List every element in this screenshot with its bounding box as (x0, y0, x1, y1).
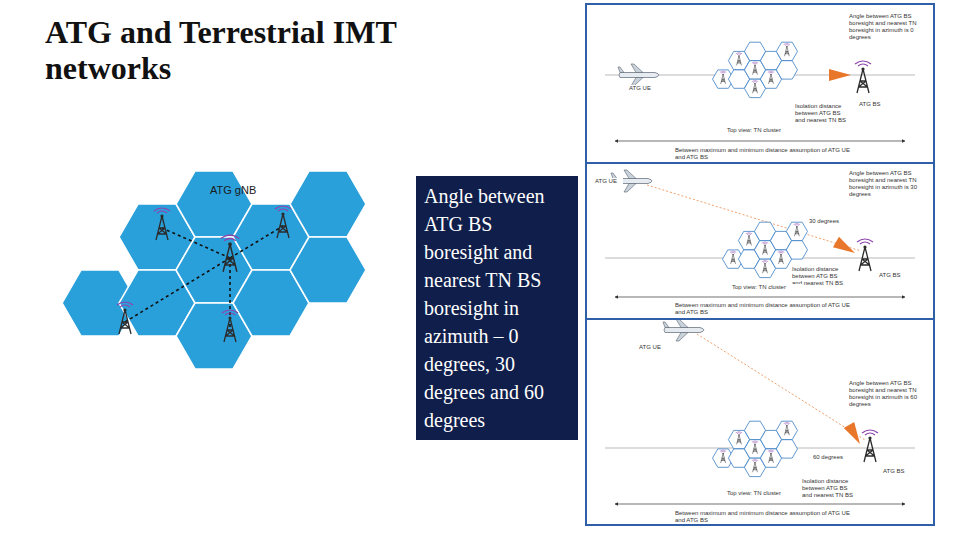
distance-arrow (615, 141, 905, 142)
panel-text: 30 degrees (809, 218, 845, 225)
panel-text: Top view: TN cluster (727, 127, 797, 134)
panel-text: Top view: TN cluster (727, 490, 797, 497)
beam (829, 69, 851, 81)
tn-tower (275, 206, 291, 238)
scenario-panel: ATG UE Angle between ATG BS boresight and… (585, 318, 935, 526)
panel-text: Angle between ATG BS boresight and neare… (849, 170, 929, 198)
node-label: ATG gNB (210, 184, 256, 196)
airplane (663, 319, 704, 341)
panel-text: Top view: TN cluster (732, 284, 802, 291)
panel-text: ATG BS (859, 101, 889, 108)
atg-bs-tower (855, 61, 871, 93)
panel-text: ATG UE (595, 178, 623, 185)
scenario-panel: ATG UE Angle between ATG BS boresight and… (585, 3, 935, 164)
atg-tower (221, 235, 239, 272)
tn-tower (222, 310, 238, 342)
scenario-panel: ATG UE Angle between ATG BS boresight and… (585, 162, 935, 320)
dashed-link (162, 228, 230, 258)
dashed-link (230, 226, 283, 258)
dashed-links (125, 226, 283, 330)
beam (833, 237, 858, 258)
tn-cluster (713, 42, 798, 97)
tn-cluster (713, 421, 798, 476)
distance-arrow (615, 297, 905, 298)
panel-text: Between maximum and minimum distance ass… (675, 510, 855, 524)
panel-text: Isolation distance between ATG BS and ne… (795, 103, 851, 124)
dashed-link (125, 258, 230, 322)
beam (844, 422, 865, 447)
atg-bs-tower (862, 430, 878, 462)
panel-illustration (605, 42, 915, 141)
panel-text: Between maximum and minimum distance ass… (675, 302, 855, 316)
tn-tower (117, 302, 133, 334)
hex-cell (290, 237, 366, 303)
panel-text: Angle between ATG BS boresight and neare… (849, 13, 929, 41)
panel-text: ATG BS (883, 468, 913, 475)
panel-text: ATG BS (879, 272, 909, 279)
info-box: Angle between ATG BS boresight and neare… (416, 176, 578, 440)
hex-cluster (62, 171, 366, 369)
panel-text: Isolation distance between ATG BS and ne… (802, 478, 858, 499)
slide-title: ATG and Terrestrial IMT networks (45, 14, 475, 86)
hex-cell (290, 171, 366, 237)
panel-text: Between maximum and minimum distance ass… (675, 147, 855, 161)
panel-text: 60 degrees (813, 454, 849, 461)
panel-illustration (605, 319, 915, 504)
panel-text: ATG UE (639, 344, 667, 351)
atg-bs-tower (857, 239, 873, 271)
distance-arrow (615, 504, 905, 505)
panel-text: Angle between ATG BS boresight and neare… (849, 380, 929, 408)
airplane (618, 64, 659, 86)
panel-text: ATG UE (629, 85, 657, 92)
tn-tower (154, 208, 170, 240)
box-text: Angle between ATG BS boresight and neare… (424, 182, 570, 434)
